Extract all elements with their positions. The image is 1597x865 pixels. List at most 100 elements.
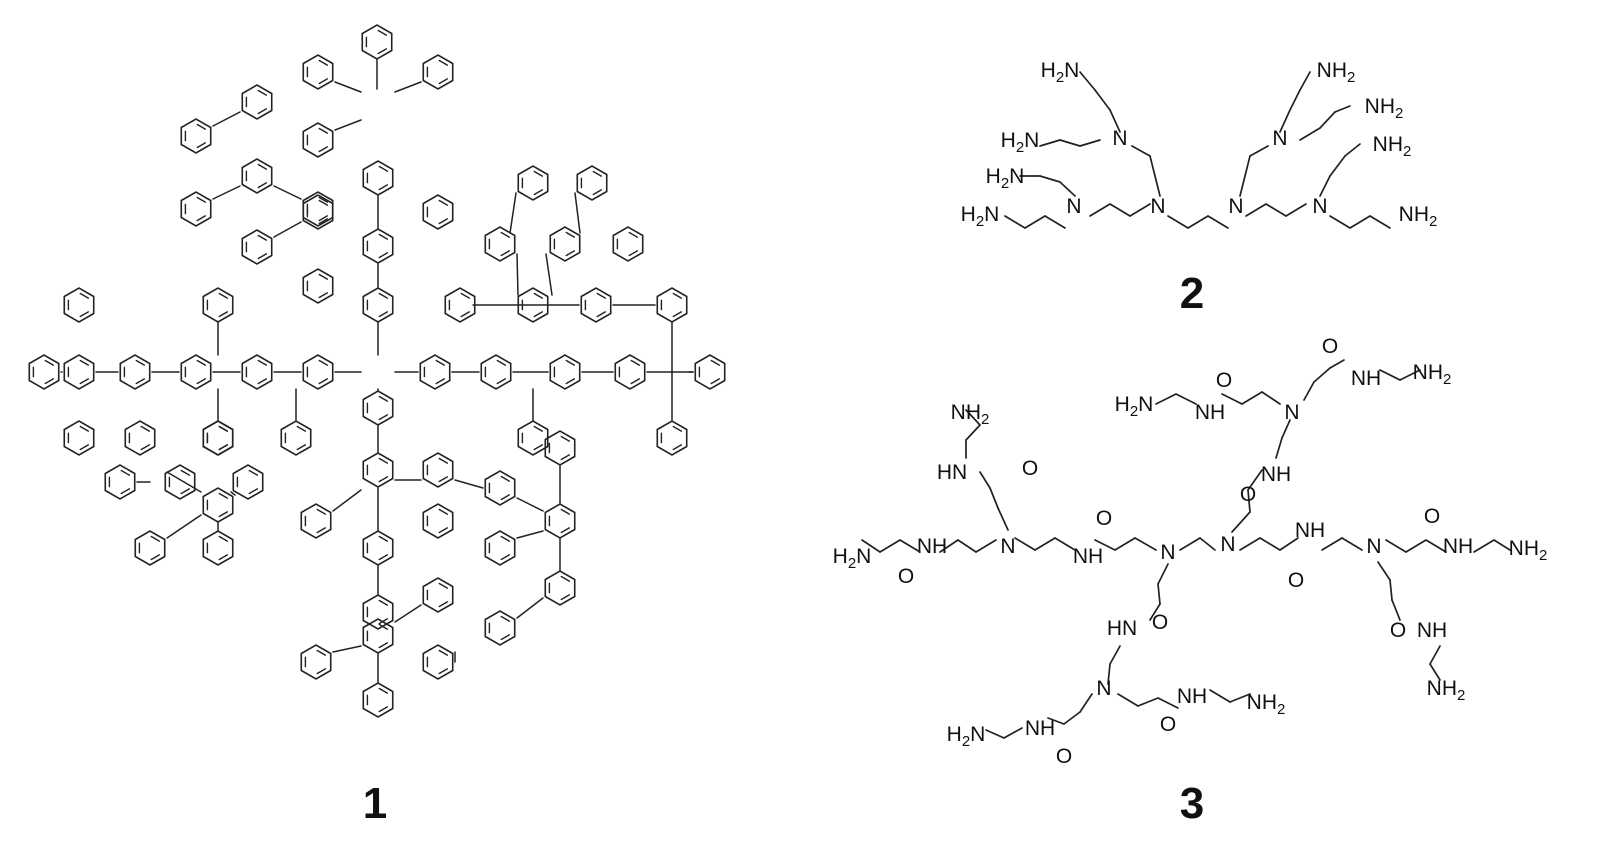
bond: [1059, 139, 1081, 147]
bond: [630, 378, 641, 385]
bond: [257, 378, 268, 385]
phenyl-ring: [549, 354, 581, 390]
phenyl-ring: [580, 287, 612, 323]
bond: [257, 253, 268, 260]
bond: [1063, 711, 1081, 725]
bond: [1429, 645, 1441, 665]
atom-label: O: [1322, 335, 1338, 358]
bond: [218, 535, 229, 542]
phenyl-ring: [612, 226, 644, 262]
bond: [1221, 393, 1243, 405]
atom-label: NH: [1025, 717, 1055, 740]
bond: [438, 582, 449, 589]
atom-label: N: [1150, 195, 1165, 218]
bond: [1109, 645, 1121, 665]
bond: [1389, 579, 1393, 601]
bond: [257, 89, 268, 96]
bond: [1157, 697, 1179, 709]
bond: [1329, 155, 1346, 177]
phenyl-ring: [362, 160, 394, 196]
atom-label: HN: [937, 461, 967, 484]
bond: [628, 231, 639, 238]
bond: [1239, 537, 1261, 551]
atom-label: O: [898, 565, 914, 588]
bond: [1129, 203, 1151, 217]
bond: [378, 623, 389, 630]
bond: [438, 457, 449, 464]
bond: [560, 435, 571, 442]
atom-label: NH: [1295, 519, 1325, 542]
bond: [377, 48, 388, 55]
bond: [166, 514, 202, 539]
phenyl-ring: [422, 644, 454, 680]
atom-label: O: [1424, 505, 1440, 528]
bond: [533, 170, 544, 177]
bond: [1241, 391, 1263, 405]
compound-1-polyphenylene-dendrimer: [28, 24, 726, 718]
atom-label: NH2: [1373, 133, 1412, 160]
phenyl-ring: [422, 503, 454, 539]
bond: [560, 575, 571, 582]
atom-label: H2N: [947, 723, 986, 750]
bond: [1079, 71, 1096, 91]
bond: [218, 292, 229, 299]
bond: [1187, 215, 1209, 229]
atom-label: H2N: [961, 203, 1000, 230]
bond: [435, 378, 446, 385]
atom-label: N: [1160, 541, 1175, 564]
phenyl-ring: [232, 464, 264, 500]
phenyl-ring: [280, 420, 312, 456]
bond: [1175, 393, 1197, 405]
bond: [1329, 359, 1345, 369]
bond: [979, 471, 991, 489]
bond: [560, 454, 571, 461]
bond: [79, 292, 90, 299]
phenyl-ring: [544, 430, 576, 466]
compound-2-label: 2: [1180, 269, 1204, 318]
bond: [1107, 663, 1111, 685]
phenyl-ring: [362, 682, 394, 718]
phenyl-ring: [104, 464, 136, 500]
bond: [533, 292, 544, 299]
bond: [1319, 175, 1331, 197]
bond: [500, 535, 511, 542]
bond: [1039, 139, 1061, 147]
bond: [196, 142, 207, 149]
bond: [378, 706, 389, 713]
bond: [560, 527, 571, 534]
bond: [378, 252, 389, 259]
bond: [985, 729, 1005, 739]
bond: [1265, 203, 1287, 217]
bond: [861, 539, 881, 553]
phenyl-ring: [302, 354, 334, 390]
bond: [1154, 175, 1161, 197]
bond: [79, 378, 90, 385]
bond: [150, 554, 161, 561]
bond: [44, 359, 55, 366]
bond: [500, 554, 511, 561]
phenyl-ring: [484, 470, 516, 506]
bond: [438, 601, 449, 608]
bond: [248, 488, 259, 495]
phenyl-ring: [119, 354, 151, 390]
bond: [257, 182, 268, 189]
phenyl-ring: [517, 165, 549, 201]
bond: [1279, 537, 1299, 551]
bond: [1003, 727, 1023, 739]
bond: [975, 539, 997, 553]
phenyl-ring: [180, 354, 212, 390]
bond: [1209, 689, 1231, 703]
bond: [1109, 109, 1121, 133]
bond: [435, 359, 446, 366]
bond: [989, 487, 999, 509]
bond: [1167, 215, 1189, 229]
bond: [545, 253, 553, 296]
bond: [378, 233, 389, 240]
bond: [378, 165, 389, 172]
bond: [257, 108, 268, 115]
phenyl-ring: [362, 618, 394, 654]
bond: [1313, 367, 1331, 383]
bond: [150, 535, 161, 542]
